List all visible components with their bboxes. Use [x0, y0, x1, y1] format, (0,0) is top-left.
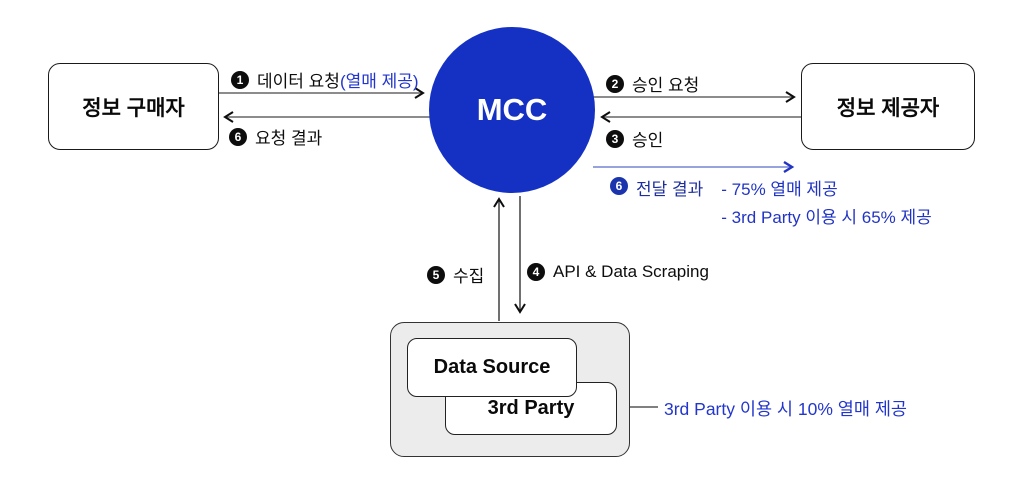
delivery-result-details: - 75% 열매 제공 - 3rd Party 이용 시 65% 제공	[721, 175, 931, 228]
step-badge-3: 3	[606, 129, 624, 148]
third-party-note: 3rd Party 이용 시 10% 열매 제공	[664, 399, 908, 419]
edge-label-api-scraping-text: API & Data Scraping	[553, 262, 709, 281]
edge-label-delivery-result-text: 전달 결과	[636, 180, 704, 199]
node-info-buyer-label: 정보 구매자	[82, 96, 185, 120]
edge-label-request-result-text: 요청 결과	[255, 129, 323, 148]
edge-label-approval-request: 2 승인 요청	[606, 71, 699, 96]
node-third-party-label: 3rd Party	[487, 397, 575, 419]
delivery-result-detail-2: - 3rd Party 이용 시 65% 제공	[721, 208, 932, 227]
step-badge-4: 4	[527, 263, 545, 281]
edge-label-data-request-text: 데이터 요청(열매 제공)	[257, 72, 419, 91]
step-badge-6-right: 6	[610, 177, 628, 195]
node-data-source-label: Data Source	[433, 356, 551, 378]
delivery-result-detail-1: - 75% 열매 제공	[721, 180, 838, 199]
step-badge-1: 1	[231, 70, 249, 89]
edge-label-data-request-paren: (열매 제공)	[339, 72, 419, 91]
step-badge-2: 2	[606, 74, 624, 93]
edge-label-data-request: 1 데이터 요청(열매 제공)	[231, 67, 419, 92]
node-info-provider-label: 정보 제공자	[836, 96, 940, 120]
edge-label-approval: 3 승인	[606, 126, 663, 151]
node-data-source: Data Source	[407, 338, 577, 397]
step-badge-5: 5	[427, 265, 445, 284]
edge-label-approval-request-text: 승인 요청	[632, 76, 700, 95]
node-info-provider: 정보 제공자	[801, 63, 975, 150]
edge-label-api-scraping: 4 API & Data Scraping	[527, 262, 709, 282]
edge-label-collect: 5 수집	[427, 262, 484, 287]
step-badge-6-left: 6	[229, 127, 247, 146]
edge-label-collect-text: 수집	[453, 267, 485, 286]
node-mcc: MCC	[429, 27, 595, 193]
node-mcc-label: MCC	[476, 92, 548, 127]
edge-label-request-result: 6 요청 결과	[229, 124, 322, 149]
edge-label-approval-text: 승인	[632, 131, 664, 150]
node-info-buyer: 정보 구매자	[48, 63, 219, 150]
edge-label-delivery-result: 6 전달 결과 - 75% 열매 제공 - 3rd Party 이용 시 65%…	[610, 175, 932, 228]
